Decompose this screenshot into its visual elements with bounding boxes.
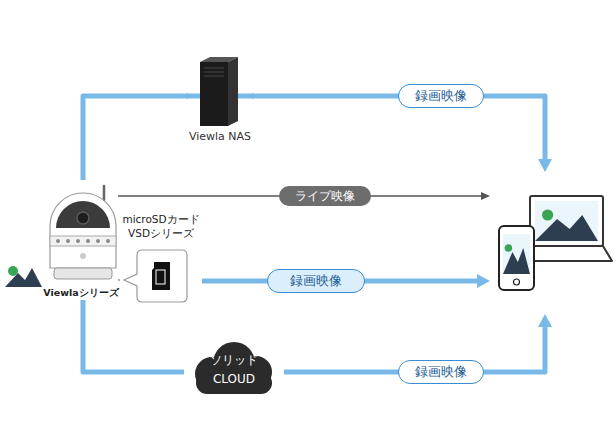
screen-sun <box>542 209 553 220</box>
recording-arrow <box>252 96 545 159</box>
nas-side <box>228 57 238 126</box>
camera-led <box>66 239 70 243</box>
screen-sun <box>505 244 513 252</box>
sd-card-bubble: microSDカード VSDシリーズ <box>120 210 202 304</box>
node-label: Viewla NAS <box>178 130 262 144</box>
edge-label-pill: 録画映像 <box>267 269 365 293</box>
sd-card-icon <box>152 262 170 290</box>
sd-link-line <box>118 279 120 281</box>
camera-lens <box>77 212 89 224</box>
screen-sky <box>503 234 530 274</box>
node-outline <box>44 180 118 300</box>
camera-lens-dome <box>56 201 110 228</box>
nas-front <box>200 62 228 126</box>
viewer-devices <box>490 172 612 314</box>
camera-band <box>50 236 116 246</box>
speech-bubble <box>124 250 187 302</box>
camera-antenna <box>103 186 106 200</box>
node-label: microSDカード VSDシリーズ <box>120 212 202 240</box>
nas-grille <box>204 75 224 77</box>
node-outline <box>490 172 612 314</box>
edge-label-pill: 録画映像 <box>398 360 484 384</box>
camera-base <box>54 268 112 279</box>
camera-housing <box>50 193 116 268</box>
camera-led <box>96 239 100 243</box>
screen-mountains <box>535 215 598 241</box>
node-label: Viewlaシリーズ <box>36 286 126 300</box>
camera-led <box>86 239 90 243</box>
camera-led <box>106 239 110 243</box>
camera-led <box>56 239 60 243</box>
cloud-shape: ソリッド CLOUD <box>184 338 284 398</box>
camera-led <box>76 239 80 243</box>
node-outline <box>184 338 284 398</box>
recording-line <box>83 96 188 180</box>
edge-label-pill: ライブ映像 <box>279 186 371 206</box>
recording-line <box>83 300 184 372</box>
edge-label-pill: 録画映像 <box>398 84 484 108</box>
camera-device: Viewlaシリーズ <box>44 180 118 300</box>
laptop-picture <box>535 201 598 241</box>
phone-picture <box>503 234 530 274</box>
nas-grille <box>204 71 224 73</box>
landscape-icon <box>5 266 42 287</box>
camera-sensor <box>80 253 86 259</box>
screen-sky <box>535 201 598 241</box>
nas-server: Viewla NAS <box>188 56 252 148</box>
phone-button <box>514 279 520 285</box>
node-label: ソリッド CLOUD <box>204 351 264 389</box>
sun-circle <box>8 266 18 276</box>
mountain-shape <box>5 268 42 287</box>
laptop-screen <box>530 196 603 246</box>
sd-card-mark <box>156 270 165 284</box>
phone-body <box>499 226 534 290</box>
nas-grille <box>204 67 224 69</box>
screen-mountains <box>503 248 530 274</box>
cloud-body <box>195 342 272 394</box>
